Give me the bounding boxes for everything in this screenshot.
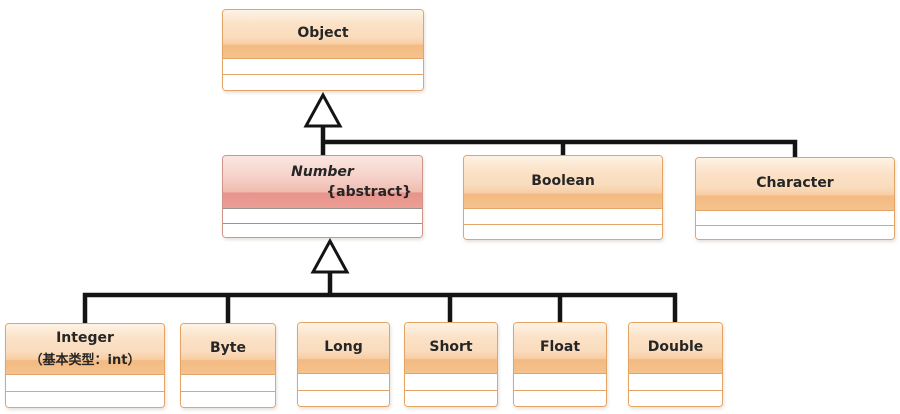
class-name: Boolean xyxy=(531,173,595,190)
attributes-compartment xyxy=(298,373,389,390)
class-name: Number xyxy=(291,163,354,180)
class-name-compartment: Boolean xyxy=(464,156,662,208)
operations-compartment xyxy=(223,74,423,90)
class-box-float: Float xyxy=(513,322,607,407)
attributes-compartment xyxy=(181,374,275,391)
attributes-compartment xyxy=(464,208,662,224)
operations-compartment xyxy=(298,389,389,406)
class-name: Character xyxy=(756,175,834,192)
class-name: Integer xyxy=(56,329,114,346)
class-name-compartment: Character xyxy=(696,158,894,210)
class-box-integer: Integer （基本类型：int） xyxy=(5,323,165,408)
inheritance-arrowhead-number xyxy=(310,237,350,274)
inheritance-arrowhead-object xyxy=(303,91,343,128)
attributes-compartment xyxy=(514,373,606,390)
class-box-byte: Byte xyxy=(180,323,276,408)
class-primitive-note: （基本类型：int） xyxy=(29,353,141,369)
operations-compartment xyxy=(223,222,422,237)
class-name-compartment: Object xyxy=(223,10,423,58)
class-name: Double xyxy=(647,339,704,356)
class-box-character: Character xyxy=(695,157,895,240)
generalization-line-character-to-object xyxy=(323,139,798,159)
attributes-compartment xyxy=(405,373,497,390)
operations-compartment xyxy=(514,389,606,406)
class-name: Short xyxy=(429,339,473,356)
class-name: Object xyxy=(297,25,349,42)
operations-compartment xyxy=(6,390,164,407)
class-name: Float xyxy=(539,339,581,356)
class-box-short: Short xyxy=(404,322,498,407)
class-name-compartment: Integer （基本类型：int） xyxy=(6,324,164,374)
attributes-compartment xyxy=(223,208,422,223)
class-box-long: Long xyxy=(297,322,390,407)
operations-compartment xyxy=(629,389,722,406)
class-name-compartment: Float xyxy=(514,323,606,373)
generalization-line-integer-double xyxy=(82,292,678,324)
attributes-compartment xyxy=(629,373,722,390)
class-box-boolean: Boolean xyxy=(463,155,663,240)
class-name-compartment: Short xyxy=(405,323,497,373)
class-box-number: Number {abstract} xyxy=(222,155,423,238)
class-name-compartment: Double xyxy=(629,323,722,373)
class-name: Byte xyxy=(210,340,246,357)
abstract-stereotype: {abstract} xyxy=(326,184,412,201)
attributes-compartment xyxy=(223,58,423,74)
class-name: Long xyxy=(324,339,363,356)
attributes-compartment xyxy=(6,374,164,391)
class-name-compartment: Long xyxy=(298,323,389,373)
operations-compartment xyxy=(696,224,894,239)
operations-compartment xyxy=(181,390,275,407)
operations-compartment xyxy=(464,223,662,239)
class-box-double: Double xyxy=(628,322,723,407)
attributes-compartment xyxy=(696,210,894,225)
class-name-compartment: Number {abstract} xyxy=(223,156,422,208)
class-name-compartment: Byte xyxy=(181,324,275,374)
operations-compartment xyxy=(405,389,497,406)
class-box-object: Object xyxy=(222,9,424,91)
